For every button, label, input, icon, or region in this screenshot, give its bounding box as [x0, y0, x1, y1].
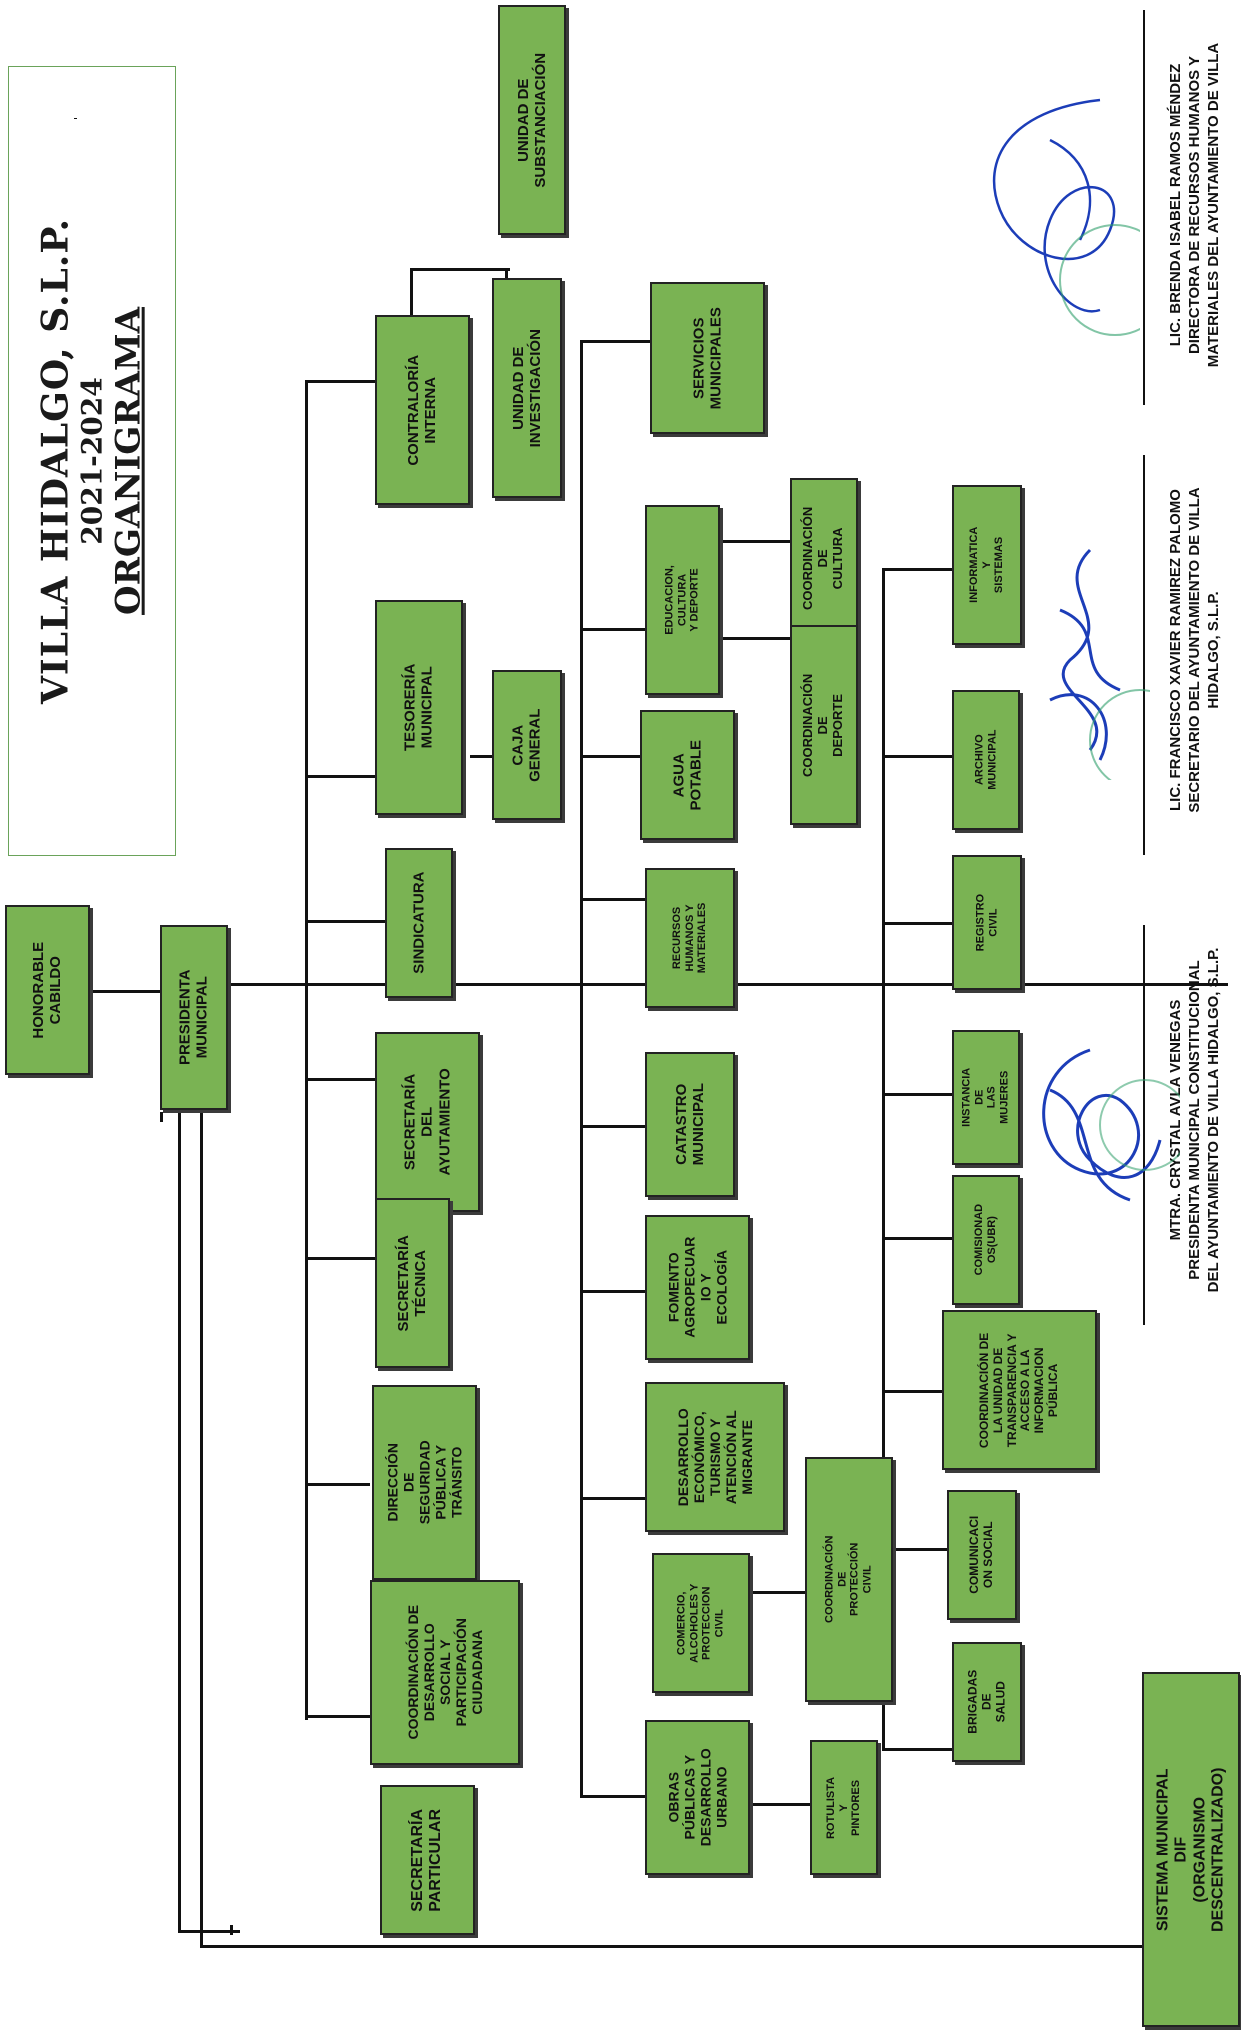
- connector-line: [580, 1290, 645, 1293]
- box-sindicatura: SINDICATURA: [385, 848, 453, 998]
- box-rotulista-pintores: ROTULISTA Y PINTORES: [810, 1740, 878, 1875]
- box-educacion-cultura-deporte: EDUCACION, CULTURA Y DEPORTE: [645, 505, 720, 695]
- box-direccion-seguridad: DIRECCIÓN DE SEGURIDAD PÚBLICA Y TRÁNSIT…: [372, 1385, 477, 1580]
- connector-line: [305, 1257, 375, 1260]
- box-secretaria-tecnica: SECRETARÍA TÉCNICA: [375, 1198, 450, 1368]
- connector-line: [580, 755, 650, 758]
- signature-line: [1143, 925, 1145, 1325]
- signature-line: [1143, 10, 1145, 405]
- connector-line: [882, 568, 952, 571]
- box-servicios-municipales: SERVICIOS MUNICIPALES: [650, 282, 765, 434]
- connector-line: [500, 268, 510, 271]
- box-recursos-humanos: RECURSOS HUMANOS Y MATERIALES: [645, 868, 735, 1008]
- connector-line: [505, 268, 508, 278]
- connector-line: [580, 898, 645, 901]
- handwritten-signature-1: [992, 98, 1140, 336]
- connector-line: [178, 1930, 240, 1933]
- connector-line: [882, 755, 952, 758]
- connector-line: [305, 380, 375, 383]
- connector-line: [230, 1925, 233, 1935]
- box-unidad-investigacion: UNIDAD DE INVESTIGACIÓN: [492, 278, 562, 498]
- connector-line: [580, 1497, 645, 1500]
- connector-line: [882, 1093, 952, 1096]
- connector-line: [580, 340, 650, 343]
- box-presidenta-municipal: PRESIDENTA MUNICIPAL: [160, 925, 228, 1110]
- connector-line: [580, 1125, 645, 1128]
- connector-line: [580, 340, 583, 1795]
- connector-line: [750, 1803, 810, 1806]
- handwritten-signature-3: [1042, 1048, 1180, 1202]
- signature-secretario-ayuntamiento: LIC. FRANCISCO XAVIER RAMIREZ PALOMO SEC…: [1166, 487, 1222, 813]
- box-coord-proteccion-civil: COORDINACIÓN DE PROTECCIÓN CIVIL: [805, 1457, 893, 1702]
- box-secretaria-particular: SECRETARÍA PARTICULAR: [380, 1785, 475, 1935]
- connector-line: [882, 1237, 952, 1240]
- connector-line: [580, 628, 650, 631]
- box-catastro-municipal: CATASTRO MUNICIPAL: [645, 1052, 735, 1197]
- connector-line: [305, 1078, 375, 1081]
- box-coord-cultura: COORDINACIÓN DE CULTURA: [790, 478, 858, 638]
- title-organigrama: ORGANIGRAMA: [108, 307, 149, 615]
- box-unidad-substanciacion: UNIDAD DE SUBSTANCIACIÓN: [498, 5, 566, 235]
- handwritten-signature-2: [1049, 548, 1150, 780]
- box-agua-potable: AGUA POTABLE: [640, 710, 735, 840]
- connector-line: [200, 1945, 1240, 1948]
- connector-line: [305, 775, 375, 778]
- connector-line: [882, 568, 885, 1748]
- connector-line: [580, 1795, 645, 1798]
- signature-line: [1143, 455, 1145, 855]
- box-secretaria-ayuntamiento: SECRETARÍA DEL AYUTAMIENTO: [375, 1032, 480, 1212]
- title-block: VILLA HIDALGO, S.L.P. 2021-2024 ORGANIGR…: [34, 111, 149, 811]
- box-informatica: INFORMATICA Y SISTEMAS: [952, 485, 1022, 645]
- box-coord-deporte: COORDINACIÓN DE DEPORTE: [790, 625, 858, 825]
- connector-line: [305, 1715, 370, 1718]
- box-contraloria-interna: CONTRALORÍA INTERNA: [375, 315, 470, 505]
- connector-line: [80, 990, 160, 993]
- title-panel: [8, 66, 176, 856]
- box-instancia-mujeres: INSTANCIA DE LAS MUJERES: [952, 1030, 1020, 1165]
- connector-line: [200, 1112, 203, 1947]
- connector-line: [750, 1591, 805, 1594]
- box-brigadas-salud: BRIGADAS DE SALUD: [952, 1642, 1022, 1762]
- box-honorable-cabildo: HONORABLE CABILDO: [5, 905, 90, 1075]
- connector-line: [178, 1112, 181, 1932]
- connector-line: [305, 380, 308, 1720]
- connector-line: [470, 755, 495, 758]
- connector-line: [882, 922, 952, 925]
- connector-line: [410, 268, 413, 328]
- connector-line: [882, 1748, 952, 1751]
- connector-line: [74, 118, 77, 119]
- connector-line: [882, 1548, 947, 1551]
- box-sistema-dif: SISTEMA MUNICIPAL DIF (ORGANISMO DESCENT…: [1142, 1672, 1240, 2027]
- connector-line: [305, 1483, 370, 1486]
- box-fomento-agropecuario: FOMENTO AGROPECUAR IO Y ECOLOGÍA: [645, 1215, 750, 1360]
- box-registro-civil: REGISTRO CIVIL: [952, 855, 1022, 990]
- box-caja-general: CAJA GENERAL: [492, 670, 562, 820]
- connector-line: [720, 637, 790, 640]
- title-period: 2021-2024: [76, 377, 110, 545]
- connector-line: [160, 1112, 163, 1122]
- box-transparencia: COORDINACIÓN DE LA UNIDAD DE TRANSPARENC…: [942, 1310, 1097, 1470]
- connector-line: [882, 1390, 942, 1393]
- signature-directora-recursos-humanos: LIC. BRENDA ISABEL RAMOS MÉNDEZ DIRECTOR…: [1166, 42, 1222, 368]
- connector-line: [305, 920, 385, 923]
- connector-line: [720, 540, 723, 640]
- connector-line: [410, 268, 510, 271]
- box-tesoreria-municipal: TESORERÍA MUNICIPAL: [375, 600, 463, 815]
- title-municipality: VILLA HIDALGO, S.L.P.: [34, 218, 77, 704]
- box-comunicacion-social: COMUNICACI ON SOCIAL: [947, 1490, 1017, 1620]
- box-comercio-alcoholes: COMERCIO, ALCOHOLES Y PROTECCION CIVIL: [652, 1553, 750, 1693]
- connector-line: [720, 540, 790, 543]
- box-comisionados-ubr: COMISIONAD OS(UBR): [952, 1175, 1020, 1305]
- box-archivo-municipal: ARCHIVO MUNICIPAL: [952, 690, 1020, 830]
- box-obras-publicas: OBRAS PÚBLICAS Y DESARROLLO URBANO: [645, 1720, 750, 1875]
- box-desarrollo-economico: DESARROLLO ECONÓMICO, TURISMO Y ATENCIÓN…: [645, 1382, 785, 1532]
- box-coord-desarrollo-social: COORDINACIÓN DE DESARROLLO SOCIAL Y PART…: [370, 1580, 520, 1765]
